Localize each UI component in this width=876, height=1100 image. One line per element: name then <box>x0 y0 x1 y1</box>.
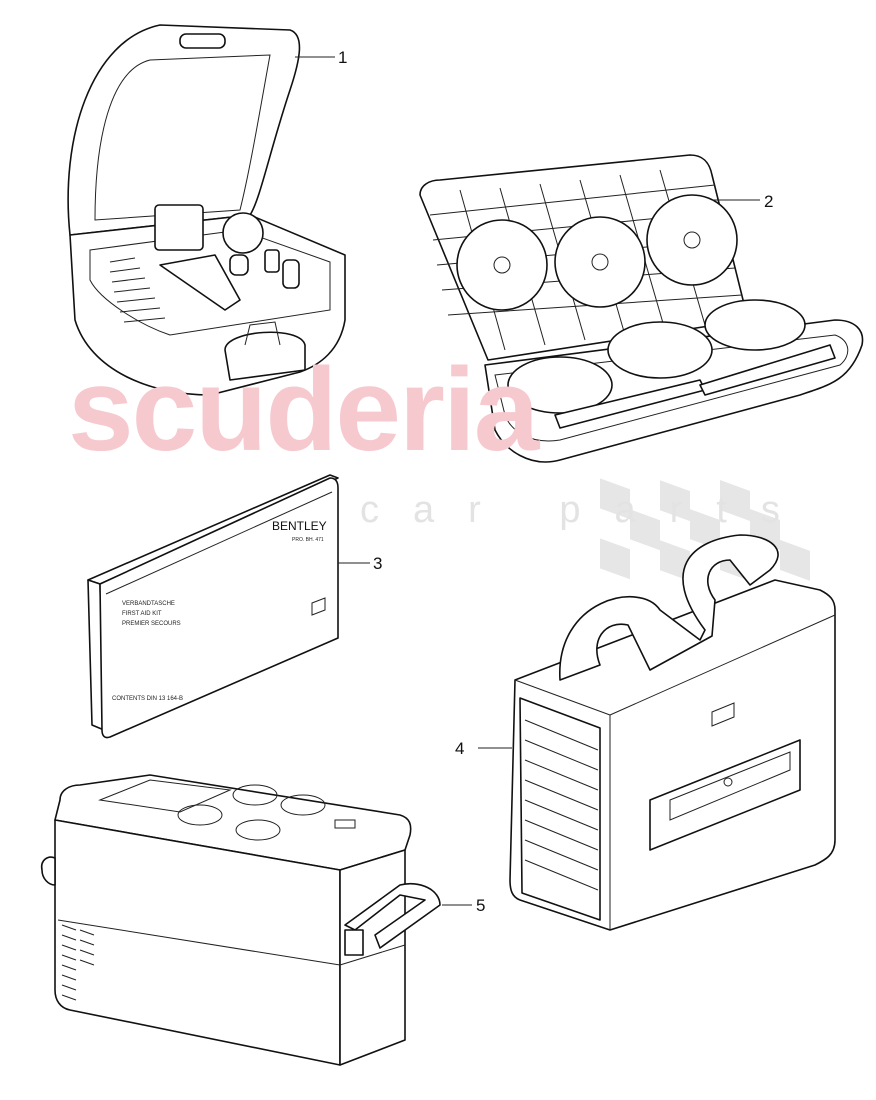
kit-label-2: FIRST AID KIT <box>122 611 162 617</box>
tool-case <box>419 154 864 463</box>
kit-contents: CONTENTS DIN 13 164-B <box>112 696 183 702</box>
cool-box <box>40 774 472 1066</box>
kit-label-1: VERBANDTASCHE <box>122 601 175 607</box>
callout-3: 3 <box>373 554 382 573</box>
watermark: scuderia car parts <box>68 344 814 531</box>
bulb-kit-case <box>67 24 346 396</box>
watermark-brand: scuderia <box>68 344 541 476</box>
kit-brand-sub: PRO. BH. 471 <box>292 537 324 543</box>
callout-4: 4 <box>455 739 464 758</box>
kit-label-3: PREMIER SECOURS <box>122 621 181 627</box>
callout-5: 5 <box>476 896 485 915</box>
kit-brand: BENTLEY <box>272 519 327 533</box>
watermark-subtitle: car parts <box>360 489 814 531</box>
callout-2: 2 <box>764 192 773 211</box>
callout-1: 1 <box>338 48 347 67</box>
first-aid-kit: VERBANDTASCHE FIRST AID KIT PREMIER SECO… <box>87 474 370 739</box>
cool-bag <box>478 534 836 931</box>
